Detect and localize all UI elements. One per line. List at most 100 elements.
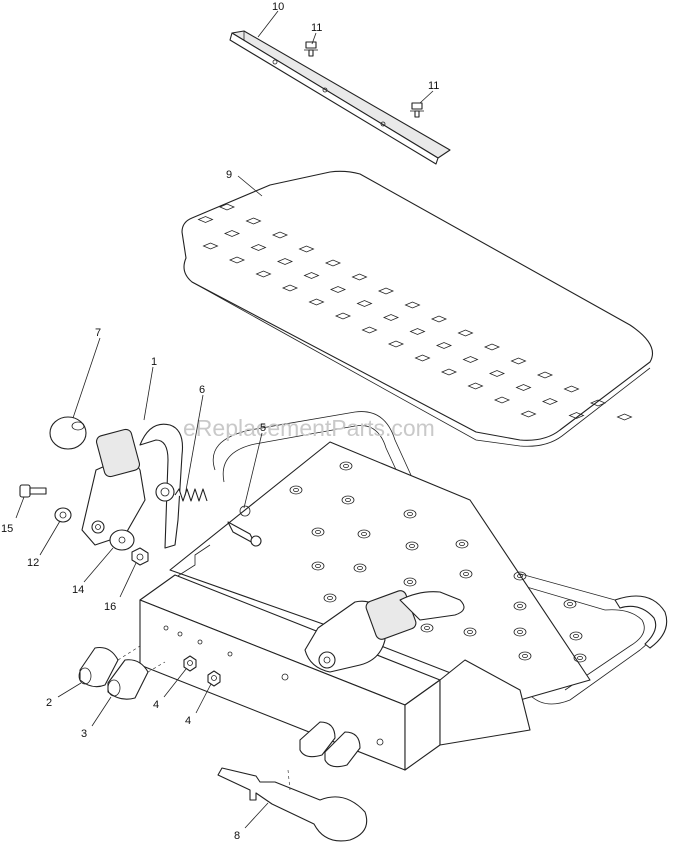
nut-part-4-upper <box>183 655 197 672</box>
tread-diamond <box>462 356 479 363</box>
platform-hole-inner <box>409 544 415 549</box>
platform-hole <box>289 485 303 495</box>
platform-hole-inner <box>517 604 523 609</box>
tread-diamond <box>329 286 347 293</box>
tread-diamond <box>414 354 431 362</box>
tread-diamond <box>589 399 607 407</box>
tread-diamond <box>255 270 272 278</box>
callout-14: 14 <box>72 584 84 596</box>
callout-10: 10 <box>272 1 284 13</box>
tread-diamond <box>563 385 580 393</box>
diamond-tread-pattern <box>197 203 633 421</box>
tread-diamond <box>541 398 559 405</box>
platform-hole <box>311 527 325 537</box>
bumper-part-2 <box>78 646 119 688</box>
tread-diamond <box>440 368 458 376</box>
platform-hole-inner <box>357 566 363 571</box>
tread-diamond <box>276 258 294 265</box>
platform-holes <box>289 461 587 663</box>
tread-diamond <box>223 230 241 237</box>
platform-hole-inner <box>573 634 579 639</box>
platform-hole-inner <box>424 626 430 631</box>
tread-diamond <box>493 396 511 404</box>
tread-diamond <box>435 342 453 349</box>
platform-hole <box>339 461 353 471</box>
platform-hole-inner <box>361 532 367 537</box>
platform-hole-inner <box>517 630 523 635</box>
callout-1: 1 <box>151 356 157 368</box>
platform-hole-inner <box>293 487 299 492</box>
platform-hole <box>455 539 469 549</box>
callout-2: 2 <box>46 697 52 709</box>
platform-hole <box>403 577 417 587</box>
tread-diamond <box>218 203 236 211</box>
tread-diamond <box>361 326 378 334</box>
tread-diamond <box>308 298 325 306</box>
callout-11-upper: 11 <box>311 22 322 34</box>
pedal-bracket-right <box>304 590 465 673</box>
platform-hole <box>463 627 477 637</box>
platform-hole <box>573 653 587 663</box>
platform-hole <box>518 651 532 661</box>
leader-lines <box>15 10 434 829</box>
pin-part-5 <box>227 505 262 547</box>
platform-hole-inner <box>459 542 465 547</box>
tread-diamond <box>467 382 484 390</box>
platform-hole-inner <box>407 580 413 585</box>
nut-part-16 <box>131 547 149 566</box>
platform-hole-inner <box>517 574 523 579</box>
platform-hole-inner <box>463 572 469 577</box>
callout-4-upper: 4 <box>153 699 159 711</box>
footrest-frame <box>139 411 668 771</box>
callout-12: 12 <box>27 557 39 569</box>
callout-8: 8 <box>234 830 240 842</box>
tread-diamond <box>303 272 320 279</box>
tread-diamond <box>430 315 448 323</box>
tread-diamond <box>568 412 585 419</box>
platform-hole-inner <box>343 463 349 468</box>
tread-diamond <box>510 357 527 365</box>
platform-hole-inner <box>407 512 413 517</box>
tread-diamond <box>298 245 315 253</box>
tread-diamond <box>382 314 400 321</box>
tread-diamond <box>483 343 501 351</box>
platform-hole-inner <box>467 630 473 635</box>
nut-part-4-lower <box>207 670 221 687</box>
platform-hole <box>513 601 527 611</box>
bushing-part-12 <box>54 507 72 523</box>
tread-diamond <box>515 384 532 391</box>
callout-6: 6 <box>199 384 205 396</box>
callout-15: 15 <box>1 523 13 535</box>
platform-hole <box>323 593 337 603</box>
platform-hole-inner <box>522 654 528 659</box>
watermark-text: eReplacementParts.com <box>183 415 435 441</box>
platform-hole-inner <box>567 602 573 607</box>
platform-hole <box>403 509 417 519</box>
callout-7: 7 <box>95 327 101 339</box>
tread-diamond <box>197 216 214 223</box>
platform-hole <box>311 561 325 571</box>
platform-hole <box>513 571 527 581</box>
tread-diamond <box>356 300 373 307</box>
callout-9: 9 <box>226 169 232 181</box>
platform-hole-inner <box>315 564 321 569</box>
tread-diamond <box>387 340 405 348</box>
callout-3: 3 <box>81 728 87 740</box>
tread-diamond <box>245 217 262 225</box>
tread-diamond <box>536 371 554 379</box>
tread-diamond <box>409 328 426 335</box>
platform-hole <box>513 627 527 637</box>
callout-5: 5 <box>260 422 266 434</box>
hinge-bracket-part-1 <box>81 423 184 549</box>
angle-bracket-part-10 <box>229 30 451 165</box>
tread-diamond <box>202 242 219 250</box>
tread-diamond <box>228 256 246 264</box>
platform-hole <box>420 623 434 633</box>
tread-diamond <box>520 410 537 418</box>
tread-diamond <box>334 312 352 320</box>
decal-part-8 <box>217 767 368 842</box>
tread-diamond <box>457 329 474 337</box>
platform-hole <box>353 563 367 573</box>
screw-part-11-lower <box>410 102 424 118</box>
